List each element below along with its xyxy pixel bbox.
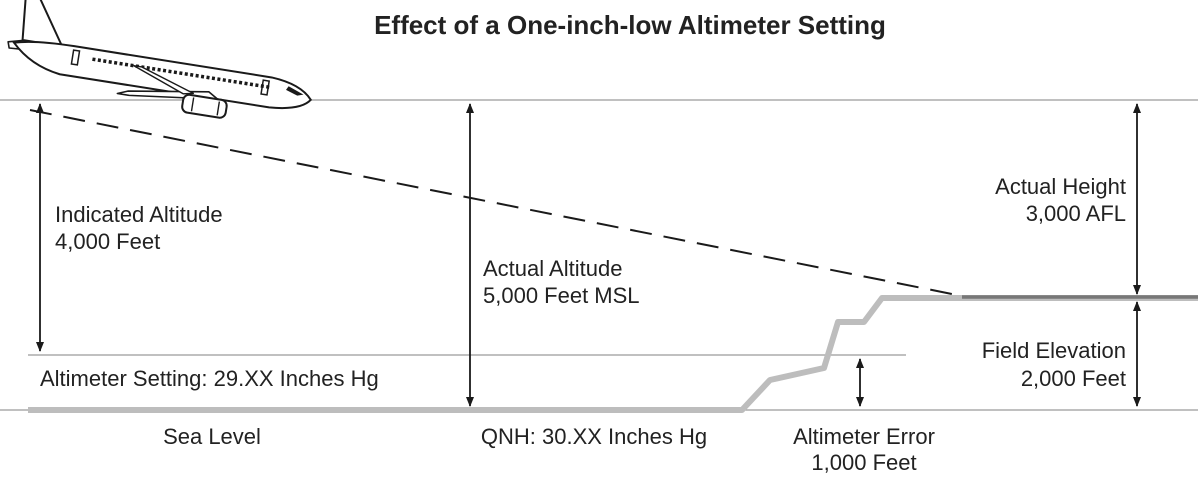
actual-altitude-label-line2: 5,000 Feet MSL: [483, 283, 640, 308]
actual-altitude-label-line1: Actual Altitude: [483, 256, 622, 281]
diagram-title: Effect of a One-inch-low Altimeter Setti…: [374, 10, 886, 40]
field-elevation-label-line1: Field Elevation: [982, 338, 1126, 363]
ground-profile: [28, 295, 1198, 413]
altimeter-error-label-line2: 1,000 Feet: [811, 450, 916, 475]
sea-level-label: Sea Level: [163, 424, 261, 449]
actual-height-label-line2: 3,000 AFL: [1026, 201, 1126, 226]
airliner-icon: [7, 0, 313, 119]
qnh-label: QNH: 30.XX Inches Hg: [481, 424, 707, 449]
indicated-altitude-label-line1: Indicated Altitude: [55, 202, 223, 227]
indicated-altitude-label-line2: 4,000 Feet: [55, 229, 160, 254]
actual-height-label-line1: Actual Height: [995, 174, 1126, 199]
field-elevation-label-line2: 2,000 Feet: [1021, 366, 1126, 391]
altimeter-setting-label: Altimeter Setting: 29.XX Inches Hg: [40, 366, 379, 391]
altimeter-error-label-line1: Altimeter Error: [793, 424, 935, 449]
descent-path: [29, 109, 963, 297]
